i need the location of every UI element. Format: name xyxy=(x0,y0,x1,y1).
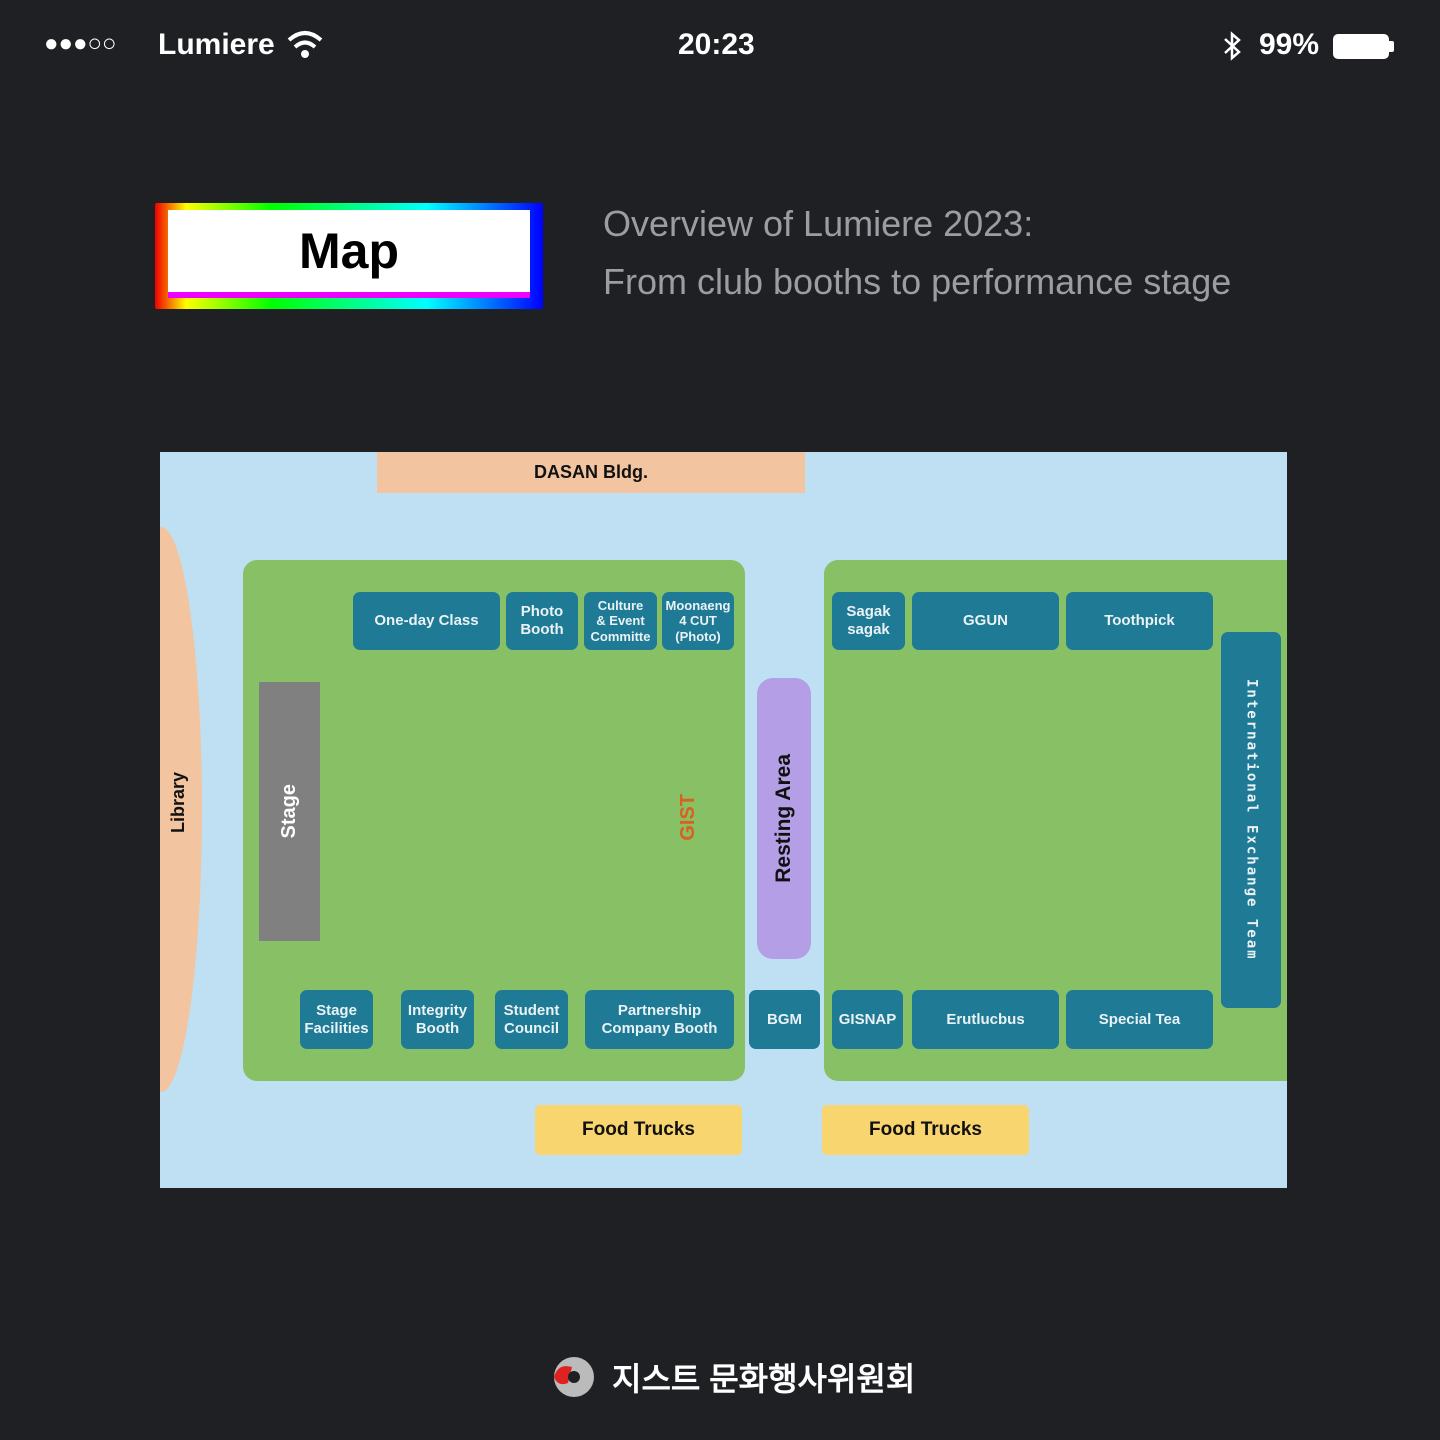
signal-strength-icon: ●●●○○ xyxy=(44,30,117,57)
booth-toothpick[interactable]: Toothpick xyxy=(1066,592,1213,650)
clock: 20:23 xyxy=(678,28,755,61)
gist-logo: GIST xyxy=(677,794,699,841)
booth-partnership[interactable]: Partnership Company Booth xyxy=(585,990,734,1049)
festival-map: DASAN Bldg. Library Stage GIST Resting A… xyxy=(160,452,1287,1188)
booth-special-tea[interactable]: Special Tea xyxy=(1066,990,1213,1049)
dasan-building: DASAN Bldg. xyxy=(377,452,805,493)
footer-org-name: 지스트 문화행사위원회 xyxy=(612,1361,916,1397)
booth-bgm[interactable]: BGM xyxy=(749,990,820,1049)
bluetooth-icon xyxy=(1224,31,1241,61)
booth-sagak-sagak[interactable]: Sagak sagak xyxy=(832,592,905,650)
food-trucks-right[interactable]: Food Trucks xyxy=(822,1105,1029,1155)
food-trucks-left[interactable]: Food Trucks xyxy=(535,1105,742,1155)
battery-tip xyxy=(1389,41,1394,52)
booth-student-council[interactable]: Student Council xyxy=(495,990,568,1049)
battery-icon xyxy=(1333,34,1389,59)
page-title: Map xyxy=(168,210,530,298)
stage[interactable]: Stage xyxy=(259,682,320,941)
battery-percent: 99% xyxy=(1259,28,1320,61)
resting-area[interactable]: Resting Area xyxy=(757,678,811,959)
booth-one-day-class[interactable]: One-day Class xyxy=(353,592,500,650)
booth-integrity[interactable]: Integrity Booth xyxy=(401,990,474,1049)
resting-area-label: Resting Area xyxy=(772,754,795,883)
subtitle-line1: Overview of Lumiere 2023: xyxy=(603,203,1034,244)
international-label: International Exchange Team xyxy=(1243,679,1260,961)
gist-culture-committee-logo xyxy=(554,1357,594,1397)
wifi-icon xyxy=(287,31,323,58)
library-label: Library xyxy=(168,772,188,834)
booth-stage-facilities[interactable]: Stage Facilities xyxy=(300,990,373,1049)
booth-photo-booth[interactable]: Photo Booth xyxy=(506,592,578,650)
stage-label: Stage xyxy=(278,784,300,839)
booth-ggun[interactable]: GGUN xyxy=(912,592,1059,650)
booth-gisnap[interactable]: GISNAP xyxy=(832,990,903,1049)
booth-erutlucbus[interactable]: Erutlucbus xyxy=(912,990,1059,1049)
carrier-name: Lumiere xyxy=(158,28,275,61)
subtitle-line2: From club booths to performance stage xyxy=(603,261,1232,302)
booth-moonaeng-4cut[interactable]: Moonaeng 4 CUT (Photo) xyxy=(662,592,734,650)
booth-international-exchange[interactable]: International Exchange Team xyxy=(1221,632,1281,1008)
booth-culture-event[interactable]: Culture & Event Committe xyxy=(584,592,657,650)
